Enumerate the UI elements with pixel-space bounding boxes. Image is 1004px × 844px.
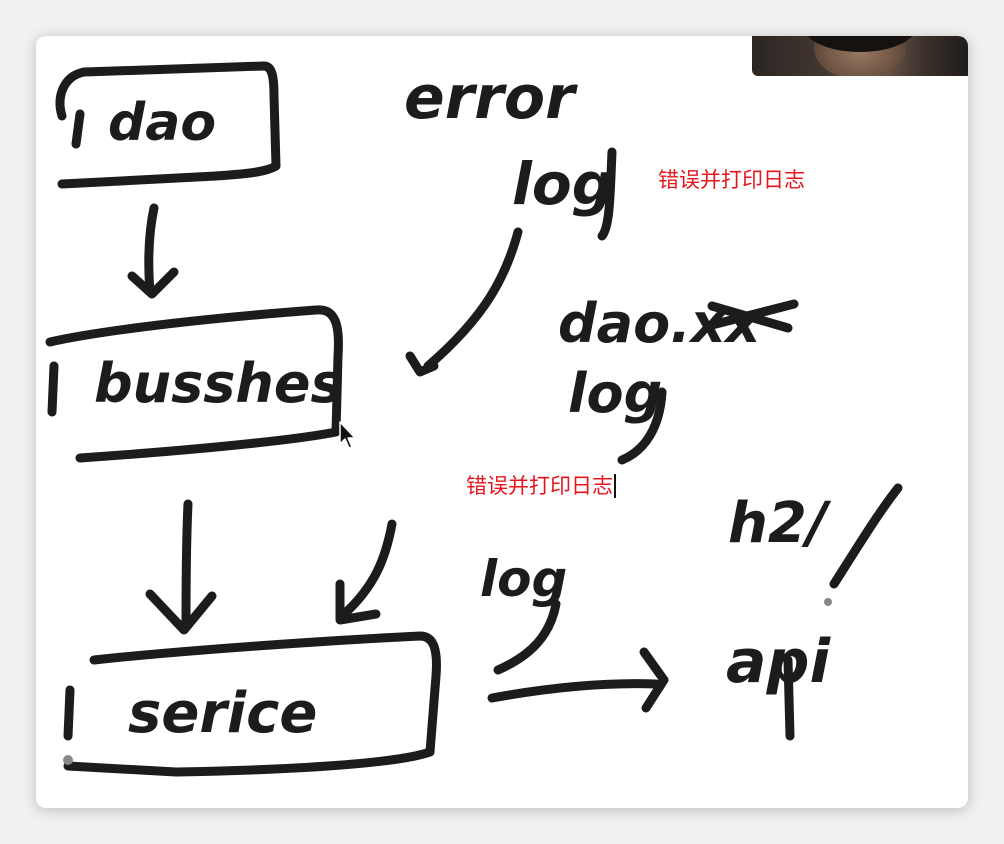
api-text: api [726, 627, 831, 697]
log-text-top: log [512, 150, 613, 218]
annotation-error-log-middle[interactable]: 错误并打印日志 [456, 464, 626, 506]
arrow-dao-to-business [127, 203, 179, 299]
arrow-log-to-business [405, 227, 523, 377]
service-box: serice [63, 631, 441, 777]
scribble-strike [703, 299, 799, 333]
text-caret [614, 474, 616, 498]
webcam-hair [804, 36, 916, 52]
webcam-overlay [752, 36, 968, 76]
slash-stroke [829, 483, 903, 589]
log-g-tail [597, 147, 617, 241]
annotation-error-log-top[interactable]: 错误并打印日志 [648, 158, 815, 200]
service-text: serice [128, 681, 317, 746]
slash-dot [824, 598, 832, 606]
annotation-text: 错误并打印日志 [466, 474, 613, 498]
arrow-business-to-service [145, 499, 217, 635]
business-text: busshes [94, 352, 343, 415]
log-middle-tail [617, 387, 667, 465]
dao-box: dao [55, 61, 281, 189]
api-p-descender [783, 655, 795, 741]
whiteboard-canvas[interactable]: dao busshes serice err [36, 36, 968, 808]
mouse-cursor-icon [339, 421, 356, 449]
http-text: h2/ [728, 491, 832, 556]
annotation-text: 错误并打印日志 [658, 168, 805, 192]
log-lower-stroke [493, 599, 561, 675]
log-text-middle: log [568, 362, 662, 425]
log-text-lower: log [480, 550, 567, 608]
ink-layer: dao busshes serice err [45, 61, 903, 777]
business-box: busshes [45, 305, 343, 463]
arrow-log-to-service [335, 519, 397, 625]
error-text: error [404, 63, 578, 133]
dao-text: dao [108, 93, 216, 153]
arrow-service-to-api [487, 647, 669, 713]
